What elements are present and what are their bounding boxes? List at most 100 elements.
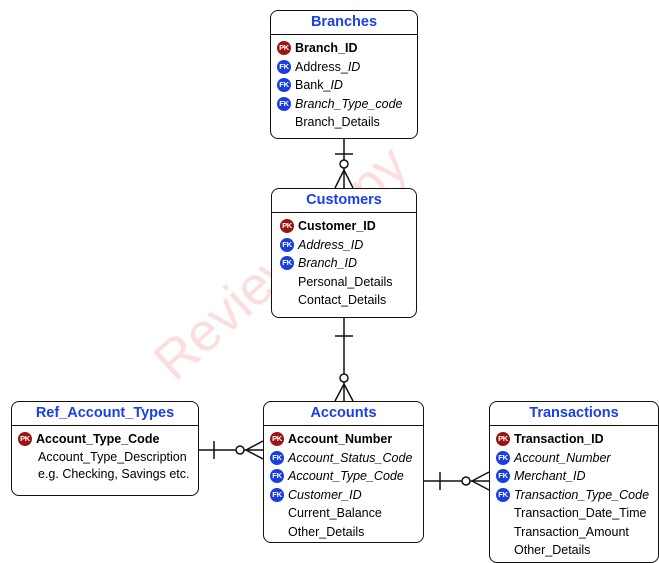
field-row: FK Branch_ID — [280, 254, 416, 273]
entity-title: Ref_Account_Types — [12, 402, 198, 426]
field-row: FK Customer_ID — [270, 486, 423, 505]
field-row: Other_Details — [496, 541, 658, 560]
field-row: FK Account_Status_Code — [270, 449, 423, 468]
primary-key-icon: PK — [280, 219, 294, 234]
entity-fields: PK Customer_ID FK Address_ID FK Branch_I… — [272, 213, 416, 310]
field-name: Account_Type_Description — [38, 449, 187, 464]
field-name: Address_ID — [298, 237, 364, 252]
entity-customers[interactable]: Customers PK Customer_ID FK Address_ID F… — [271, 188, 417, 318]
field-name: Customer_ID — [288, 487, 362, 502]
transactions-optional-circle — [461, 476, 471, 486]
field-row: FK Address_ID — [277, 58, 417, 77]
primary-key-icon: PK — [270, 432, 284, 447]
field-name: Account_Type_Code — [36, 432, 160, 446]
no-key-spacer — [496, 543, 510, 557]
entity-transactions[interactable]: Transactions PK Transaction_ID FK Accoun… — [489, 401, 659, 563]
entity-title: Transactions — [490, 402, 658, 426]
field-row: FK Merchant_ID — [496, 467, 658, 486]
customers-optional-circle — [339, 159, 349, 169]
field-name: Other_Details — [288, 524, 365, 539]
primary-key-icon: PK — [496, 432, 510, 447]
field-row: PK Branch_ID — [277, 39, 417, 58]
accounts-crow-foot-left — [334, 383, 345, 402]
foreign-key-icon: FK — [270, 469, 284, 484]
field-name: Account_Type_Code — [288, 469, 404, 483]
foreign-key-icon: FK — [280, 237, 294, 252]
field-name: Current_Balance — [288, 506, 382, 520]
field-name: Transaction_ID — [514, 432, 604, 446]
no-key-spacer — [280, 275, 294, 289]
field-row: Transaction_Amount — [496, 523, 658, 542]
entity-accounts[interactable]: Accounts PK Account_Number FK Account_St… — [263, 401, 424, 543]
transactions-crow-foot-bottom — [471, 480, 490, 491]
entity-fields: PK Transaction_ID FK Account_Number FK M… — [490, 426, 658, 560]
foreign-key-icon: FK — [496, 487, 510, 502]
entity-fields: PK Account_Type_Code Account_Type_Descri… — [12, 426, 198, 483]
foreign-key-icon: FK — [270, 487, 284, 502]
customers-crow-foot-right — [343, 169, 354, 189]
field-name: Transaction_Amount — [514, 524, 629, 539]
foreign-key-icon: FK — [270, 450, 284, 465]
ref-accounts-crow-foot-top — [245, 440, 264, 451]
field-name: Bank_ — [295, 78, 331, 92]
field-name: Branch_Type_code — [295, 96, 403, 111]
primary-key-icon: PK — [277, 41, 291, 56]
field-name: Account_Number — [288, 432, 393, 446]
field-name: Branch_Details — [295, 115, 380, 129]
no-key-spacer — [496, 525, 510, 539]
entity-title: Customers — [272, 189, 416, 213]
entity-title: Branches — [271, 11, 417, 35]
field-row: Branch_Details — [277, 113, 417, 132]
field-row: FK Address_ID — [280, 236, 416, 255]
no-key-spacer — [270, 506, 284, 520]
field-row: Transaction_Date_Time — [496, 504, 658, 523]
field-name: Customer_ID — [298, 219, 376, 233]
field-row: FK Transaction_Type_Code — [496, 486, 658, 505]
ref-accounts-optional-circle — [235, 445, 245, 455]
field-name-suffix: ID — [330, 78, 343, 92]
field-name: Account_Number — [514, 450, 611, 465]
foreign-key-icon: FK — [496, 469, 510, 484]
field-row: FK Branch_Type_code — [277, 95, 417, 114]
field-row: PK Transaction_ID — [496, 430, 658, 449]
accounts-optional-circle — [339, 373, 349, 383]
no-key-spacer — [277, 115, 291, 129]
entity-branches[interactable]: Branches PK Branch_ID FK Address_ID FK B… — [270, 10, 418, 139]
no-key-spacer — [270, 525, 284, 539]
foreign-key-icon: FK — [280, 256, 294, 271]
no-key-spacer — [280, 293, 294, 307]
field-row: PK Account_Type_Code — [18, 430, 198, 449]
field-name: Transaction_Type_Code — [514, 487, 650, 502]
field-name-suffix: ID — [347, 59, 361, 74]
field-name: Branch_ID — [298, 256, 358, 270]
primary-key-icon: PK — [18, 432, 32, 447]
field-note: e.g. Checking, Savings etc. — [38, 466, 190, 481]
field-row: FK Account_Type_Code — [270, 467, 423, 486]
field-row: FK Bank_ID — [277, 76, 417, 95]
field-name: Address_ — [295, 59, 348, 74]
field-name: Branch_ID — [295, 41, 358, 55]
entity-ref-account-types[interactable]: Ref_Account_Types PK Account_Type_Code A… — [11, 401, 199, 496]
entity-fields: PK Account_Number FK Account_Status_Code… — [264, 426, 423, 541]
field-name: Other_Details — [514, 543, 591, 557]
field-row: Current_Balance — [270, 504, 423, 523]
entity-fields: PK Branch_ID FK Address_ID FK Bank_ID FK… — [271, 35, 417, 132]
field-row: Contact_Details — [280, 291, 416, 310]
field-name: Account_Status_Code — [288, 450, 413, 465]
foreign-key-icon: FK — [277, 96, 291, 111]
field-name: Contact_Details — [298, 293, 387, 307]
ref-accounts-crow-foot-bottom — [245, 449, 264, 460]
field-name: Merchant_ID — [514, 469, 586, 483]
field-name: Transaction_Date_Time — [514, 506, 647, 520]
field-row: FK Account_Number — [496, 449, 658, 468]
transactions-crow-foot-top — [471, 471, 490, 482]
customers-crow-foot-left — [334, 169, 345, 189]
field-row: Other_Details — [270, 523, 423, 542]
foreign-key-icon: FK — [277, 78, 291, 93]
foreign-key-icon: FK — [277, 59, 291, 74]
field-row: Personal_Details — [280, 273, 416, 292]
field-name: Personal_Details — [298, 274, 393, 289]
foreign-key-icon: FK — [496, 450, 510, 465]
no-key-spacer — [496, 506, 510, 520]
